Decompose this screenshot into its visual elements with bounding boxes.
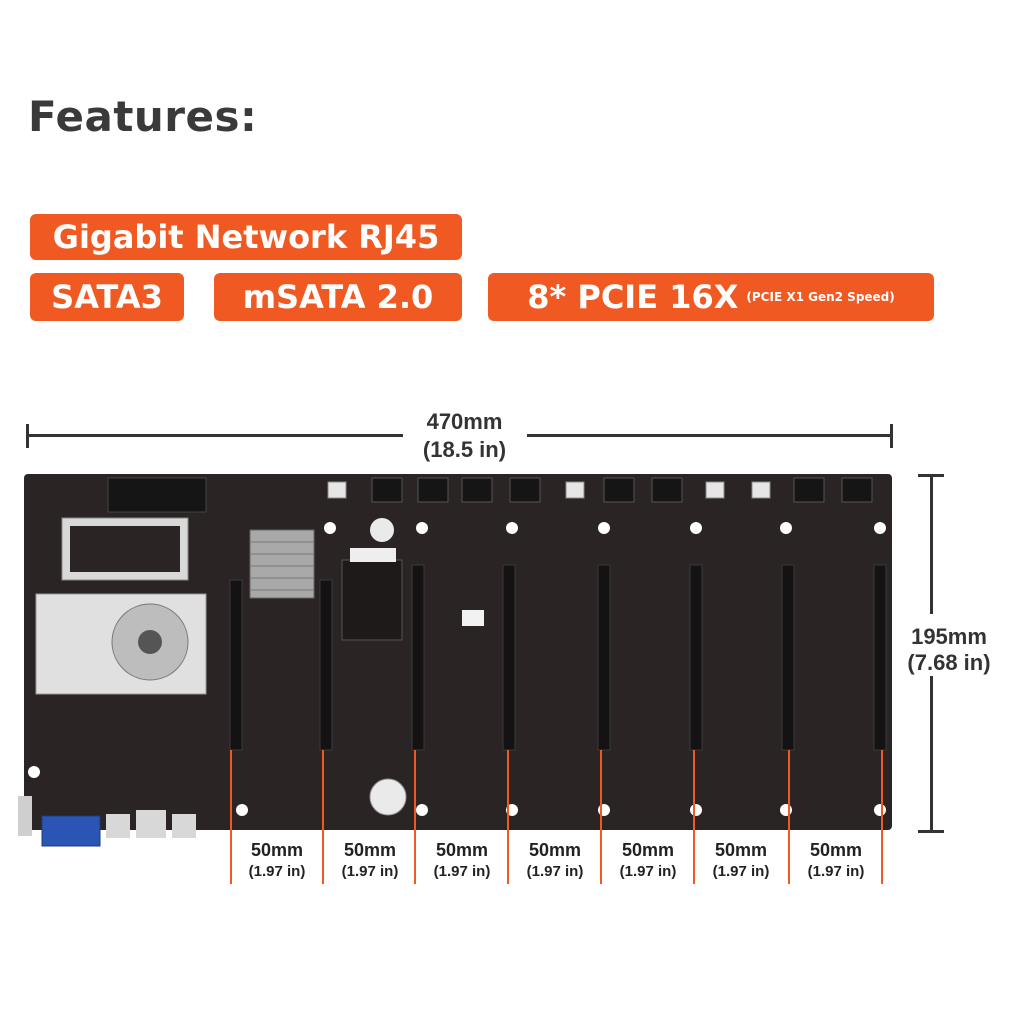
height-dimension-line-bottom bbox=[930, 676, 933, 832]
usb-port bbox=[172, 814, 196, 838]
slot-spacing-label: 50mm (1.97 in) bbox=[608, 840, 688, 880]
slot-spacing-in: (1.97 in) bbox=[433, 863, 491, 880]
slot-spacing-in: (1.97 in) bbox=[341, 863, 399, 880]
slot-spacing-mm: 50mm bbox=[343, 840, 397, 860]
height-in: (7.68 in) bbox=[907, 650, 991, 675]
height-dimension-tick-bottom bbox=[918, 830, 944, 833]
slot-spacing-mm: 50mm bbox=[250, 840, 304, 860]
feature-badge-msata-label: mSATA 2.0 bbox=[242, 278, 434, 316]
vga-port bbox=[41, 815, 101, 847]
slot-spacing-label: 50mm (1.97 in) bbox=[796, 840, 876, 880]
height-dimension-tick-top bbox=[918, 474, 944, 477]
slot-spacing-label: 50mm (1.97 in) bbox=[330, 840, 410, 880]
feature-badge-network-label: Gigabit Network RJ45 bbox=[52, 218, 440, 256]
slot-spacing-mm: 50mm bbox=[528, 840, 582, 860]
width-dimension-line-left bbox=[28, 434, 403, 437]
feature-badge-sata-label: SATA3 bbox=[51, 278, 163, 316]
atx-power-connector bbox=[107, 477, 207, 513]
page-title: Features: bbox=[28, 92, 258, 141]
slot-spacing-in: (1.97 in) bbox=[807, 863, 865, 880]
width-dimension-label: 470mm (18.5 in) bbox=[402, 408, 527, 464]
io-bracket bbox=[18, 796, 32, 836]
pcie-slots bbox=[229, 564, 887, 751]
height-mm: 195mm bbox=[911, 624, 987, 649]
slot-spacing-in: (1.97 in) bbox=[619, 863, 677, 880]
feature-badge-network: Gigabit Network RJ45 bbox=[30, 214, 462, 260]
feature-badge-sata: SATA3 bbox=[30, 273, 184, 321]
width-dimension-tick-right bbox=[890, 424, 893, 448]
width-dimension-tick-left bbox=[26, 424, 29, 448]
slot-spacing-mm: 50mm bbox=[809, 840, 863, 860]
cmos-battery bbox=[369, 778, 407, 816]
battery-small bbox=[370, 518, 394, 542]
usb-port bbox=[106, 814, 130, 838]
slot-guide-lines bbox=[230, 750, 883, 884]
msata-slot bbox=[341, 559, 403, 641]
feature-badge-pcie-note: (PCIE X1 Gen2 Speed) bbox=[746, 290, 895, 304]
slot-spacing-in: (1.97 in) bbox=[248, 863, 306, 880]
feature-badge-msata: mSATA 2.0 bbox=[214, 273, 462, 321]
slot-spacing-label: 50mm (1.97 in) bbox=[237, 840, 317, 880]
rj45-port bbox=[136, 810, 166, 838]
pcie-power-connectors bbox=[371, 477, 873, 503]
slot-spacing-in: (1.97 in) bbox=[526, 863, 584, 880]
slot-spacing-mm: 50mm bbox=[621, 840, 675, 860]
width-mm: 470mm bbox=[426, 409, 503, 434]
width-dimension-line-right bbox=[527, 434, 892, 437]
feature-badge-pcie: 8* PCIE 16X (PCIE X1 Gen2 Speed) bbox=[488, 273, 934, 321]
chipset-heatsink bbox=[249, 529, 315, 599]
height-dimension-label: 195mm (7.68 in) bbox=[894, 624, 1004, 676]
slot-spacing-mm: 50mm bbox=[714, 840, 768, 860]
slot-spacing-label: 50mm (1.97 in) bbox=[515, 840, 595, 880]
width-in: (18.5 in) bbox=[422, 437, 507, 462]
label-sticker bbox=[462, 610, 484, 626]
slot-spacing-label: 50mm (1.97 in) bbox=[422, 840, 502, 880]
slot-spacing-in: (1.97 in) bbox=[712, 863, 770, 880]
slot-spacing-label: 50mm (1.97 in) bbox=[701, 840, 781, 880]
height-dimension-line-top bbox=[930, 476, 933, 614]
slot-spacing-mm: 50mm bbox=[435, 840, 489, 860]
feature-badge-pcie-label: 8* PCIE 16X bbox=[527, 278, 739, 316]
